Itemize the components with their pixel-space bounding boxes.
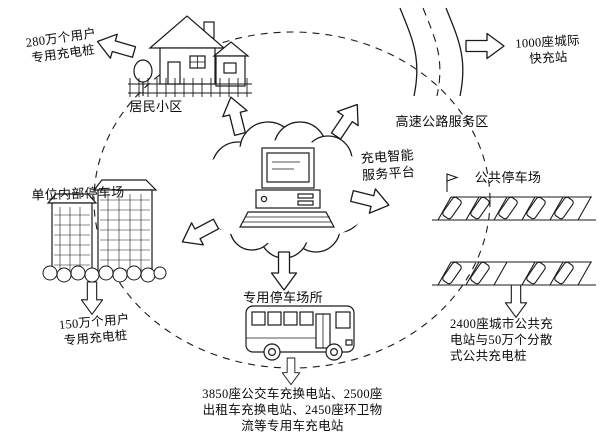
- bus-icon: [245, 305, 355, 361]
- label-intercity-fast-charge: 1000座城际 快充站: [514, 33, 581, 66]
- arrow-cloud-to-bus: [270, 251, 298, 291]
- fence: [128, 78, 252, 97]
- label-highway-service-area: 高速公路服务区: [395, 114, 489, 129]
- computer-icon: [239, 147, 335, 228]
- label-residential-area: 居民小区: [129, 99, 183, 114]
- arrow-parking-to-chargers: [504, 284, 528, 318]
- public-parking-icon: [432, 173, 596, 286]
- shrubs: [42, 265, 167, 283]
- highway-icon: [399, 7, 464, 97]
- arrow-office-to-chargers: [80, 281, 104, 315]
- label-dedicated-parking: 专用停车场所: [243, 290, 323, 305]
- house-icon: [133, 15, 250, 96]
- arrow-to-fast-charge-stations: [465, 32, 505, 60]
- arrow-bus-to-chargers: [281, 357, 301, 386]
- label-office-parking: 单位内部停车场: [31, 184, 125, 203]
- label-public-parking: 公共停车场: [474, 170, 542, 185]
- label-public-chargers: 2400座城市公共充 电站与50万个分散 式公共充电桩: [450, 317, 554, 363]
- office-buildings-icon: [46, 179, 158, 276]
- label-fleet-chargers: 3850座公交车充换电站、2500座 出租车充换电站、2450座环卫物 流等专用…: [202, 387, 383, 433]
- label-charging-platform: 充电智能 服务平台: [360, 147, 416, 183]
